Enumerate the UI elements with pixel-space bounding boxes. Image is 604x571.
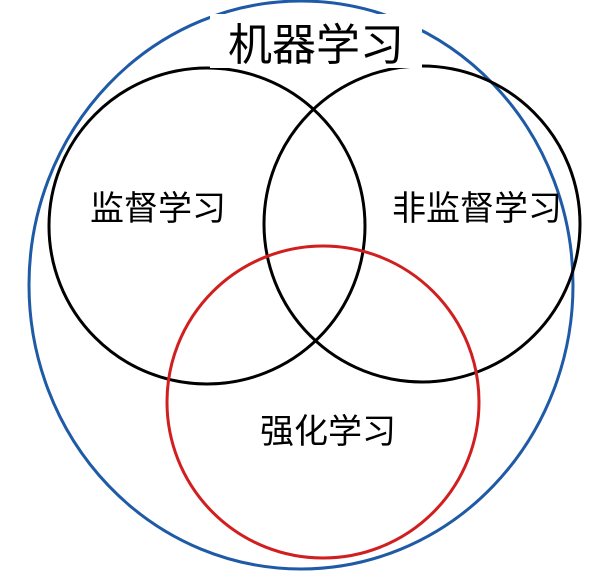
supervised-learning-label: 监督学习: [90, 189, 226, 229]
title-backdrop: [210, 14, 422, 68]
reinforcement-learning-circle: [165, 244, 481, 560]
supervised-learning-circle: [47, 66, 367, 386]
reinforcement-learning-label: 强化学习: [260, 412, 396, 452]
machine-learning-circle: [27, 0, 575, 571]
diagram-title: 机器学习: [228, 20, 404, 71]
unsupervised-learning-label: 非监督学习: [392, 189, 562, 229]
